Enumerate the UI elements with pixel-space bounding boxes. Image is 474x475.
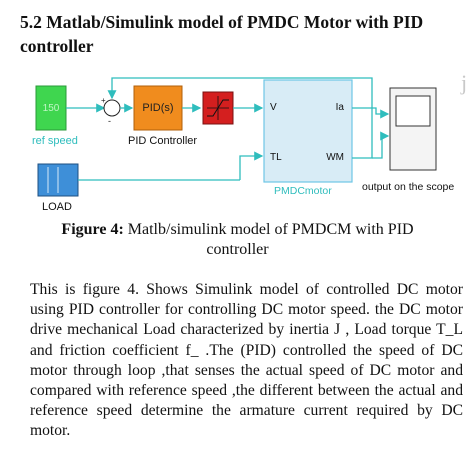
body-paragraph: This is figure 4. Shows Simulink model o… bbox=[30, 281, 463, 440]
figure-caption-text: Matlb/simulink model of PMDCM with PID c… bbox=[127, 221, 414, 258]
figure-caption: Figure 4: Matlb/simulink model of PMDCM … bbox=[30, 220, 445, 260]
pid-controller-label: PID Controller bbox=[128, 135, 197, 147]
svg-text:+: + bbox=[101, 96, 106, 105]
ref-speed-block: 150 bbox=[35, 85, 67, 131]
scope-block bbox=[389, 87, 437, 171]
sum-block: + - bbox=[101, 96, 121, 126]
simulink-diagram: j 150 ref speed + - PID(s) PID Controlle… bbox=[32, 72, 467, 213]
section-heading: 5.2 Matlab/Simulink model of PMDC Motor … bbox=[20, 12, 424, 56]
pmdc-motor-block: V TL Ia WM bbox=[263, 79, 353, 183]
ref-speed-label: ref speed bbox=[32, 135, 78, 147]
figure-number: Figure 4: bbox=[61, 221, 124, 238]
pid-controller-block: PID(s) bbox=[133, 85, 183, 131]
pmdc-motor-label: PMDCmotor bbox=[274, 185, 332, 197]
load-label: LOAD bbox=[42, 201, 72, 213]
watermark-glyph: j bbox=[460, 72, 467, 95]
ref-speed-value: 150 bbox=[43, 103, 60, 114]
motor-port-tl: TL bbox=[270, 152, 282, 163]
saturation-block bbox=[202, 91, 234, 125]
pid-block-text: PID(s) bbox=[142, 102, 173, 114]
motor-port-ia: Ia bbox=[336, 102, 345, 113]
motor-port-v: V bbox=[270, 102, 277, 113]
motor-port-wm: WM bbox=[326, 152, 344, 163]
load-block bbox=[37, 163, 79, 197]
scope-label: output on the scope bbox=[362, 181, 454, 193]
svg-text:-: - bbox=[108, 116, 111, 126]
